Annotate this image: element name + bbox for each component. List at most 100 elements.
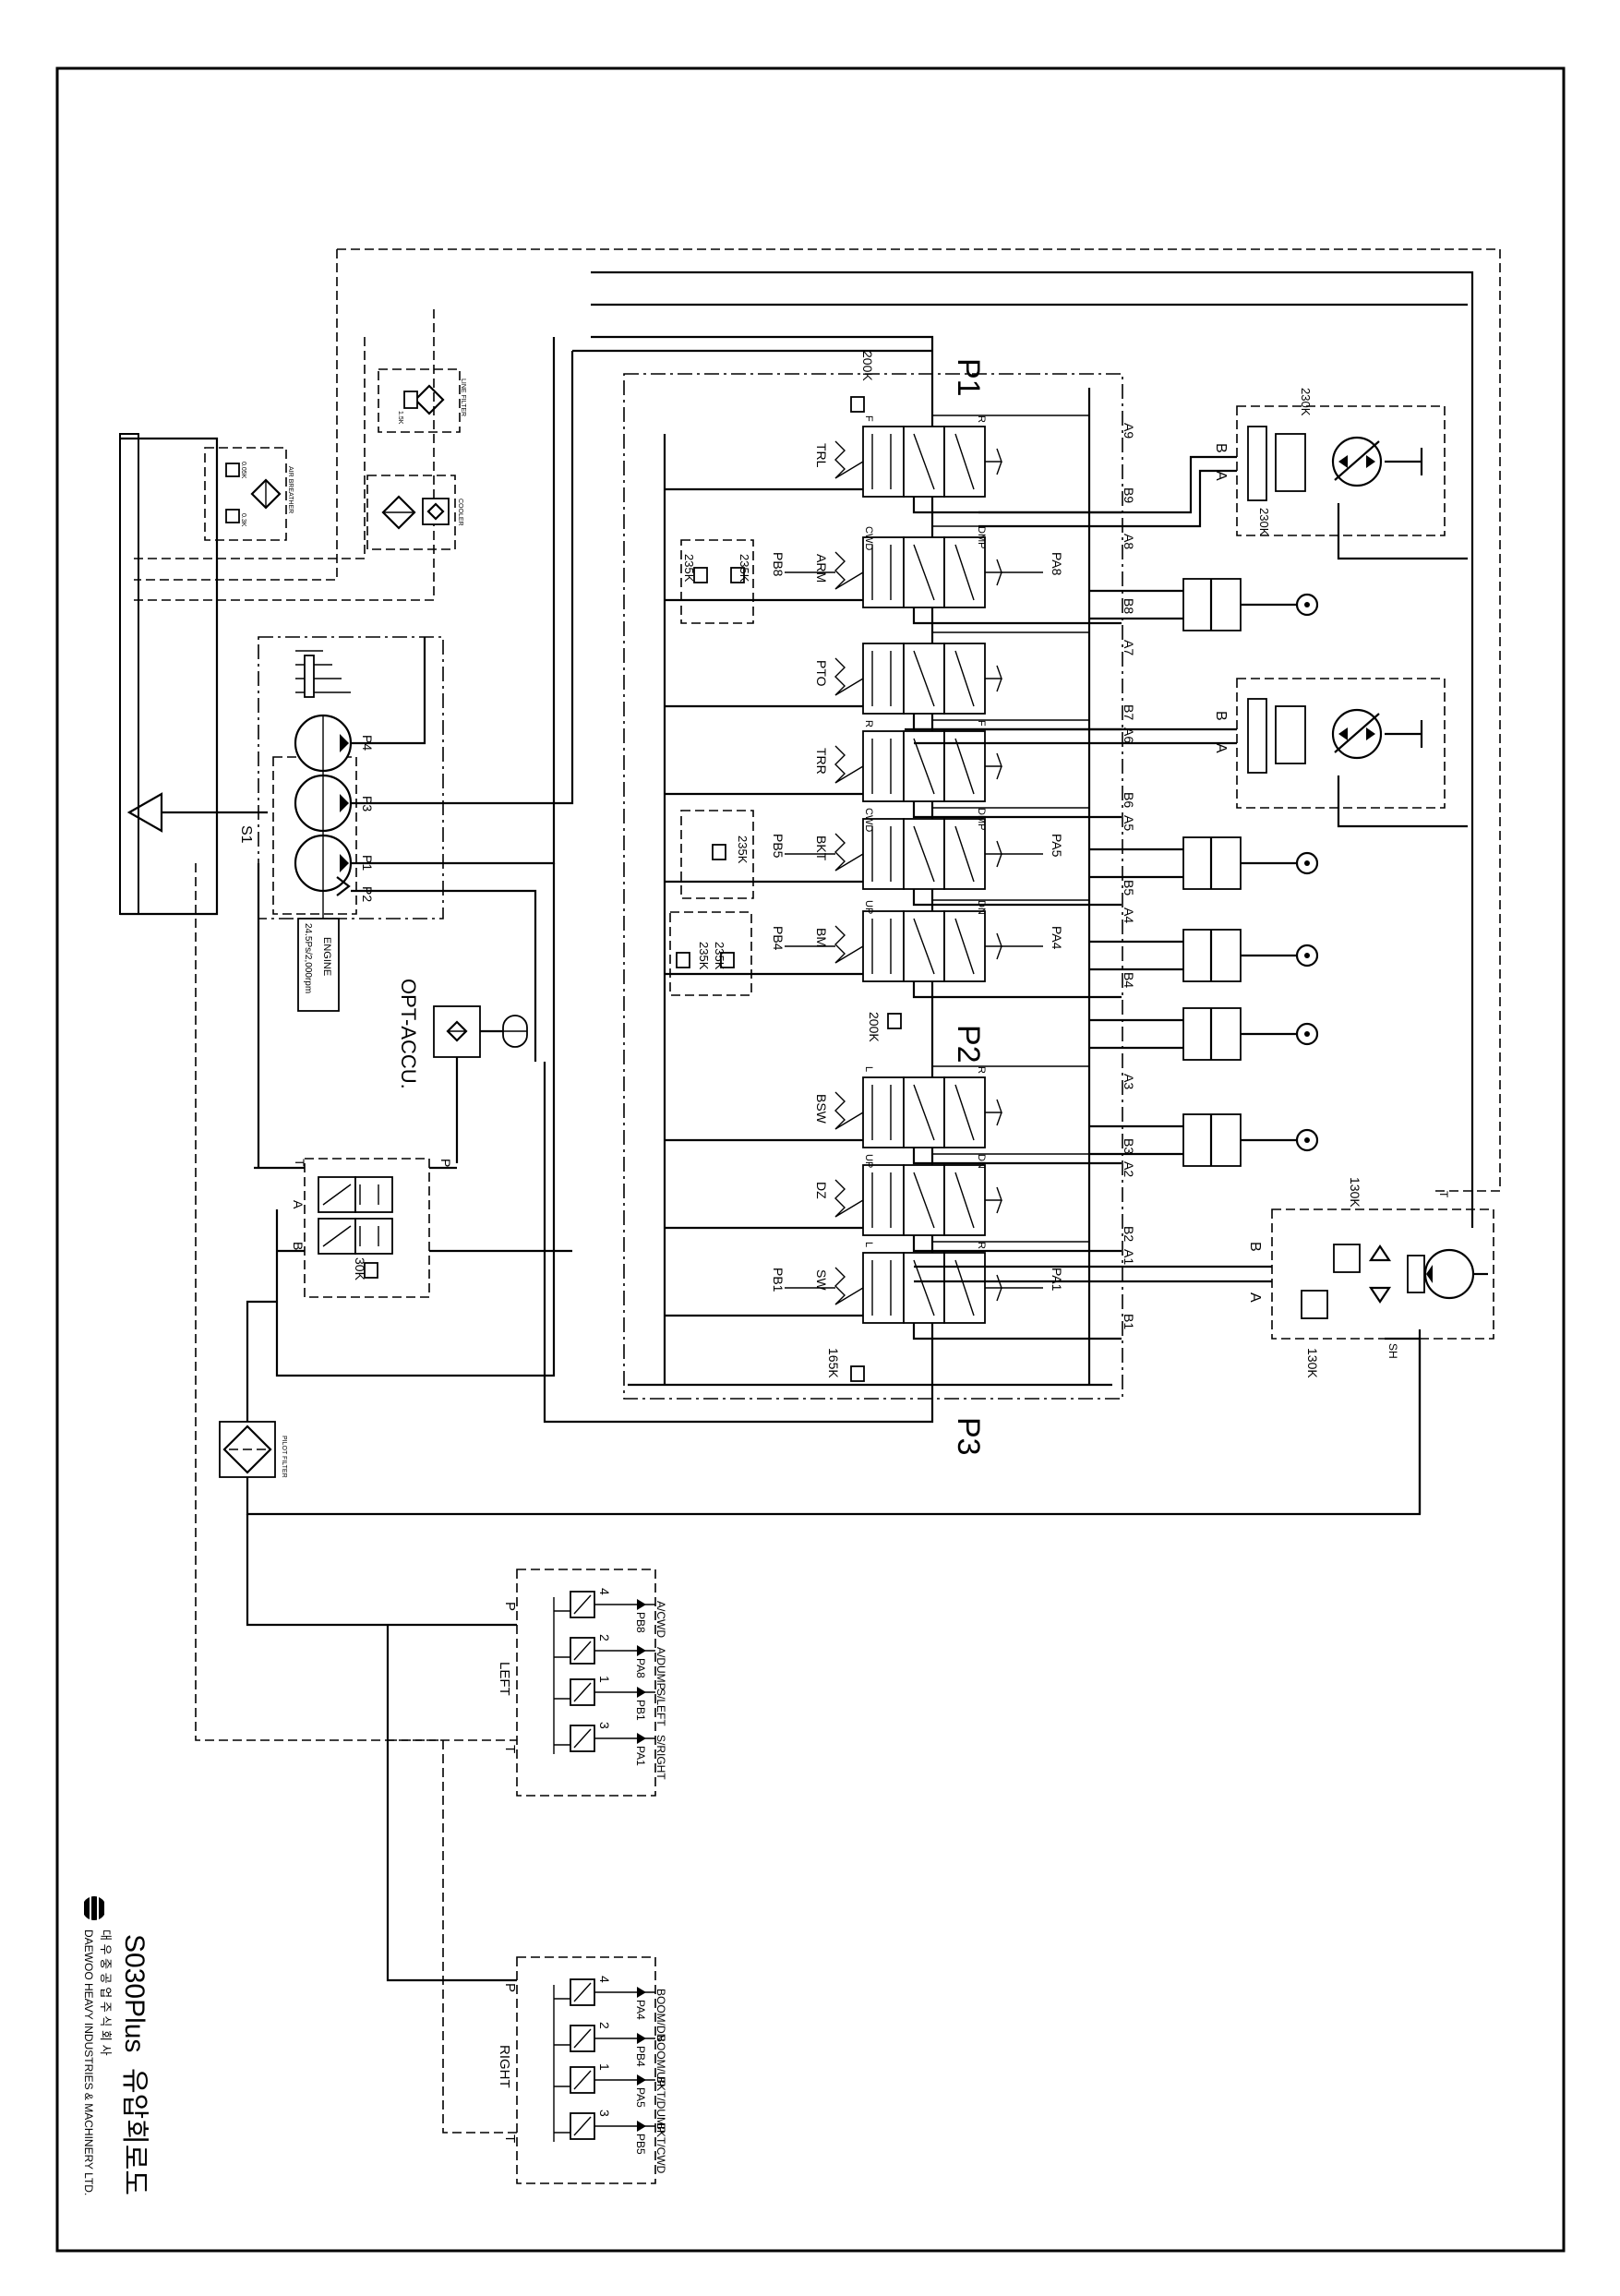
relief-setting-p2: 200K	[867, 1012, 882, 1042]
section-name-trr: TRR	[814, 748, 829, 775]
line-filter-label: LINE FILTER	[460, 379, 466, 416]
joystick-left-output-pa8: PA8	[634, 1658, 647, 1678]
section-left-label-trr: R	[863, 720, 874, 727]
pump-group: P4 P3 P1 P2 ENGINE 24.5Ps/2,000rpm	[258, 337, 574, 1062]
work-port-a8: A8	[1122, 534, 1136, 549]
model-name: S030Plus	[119, 1934, 150, 2052]
work-port-a7: A7	[1122, 640, 1136, 655]
section-name-bm: BM	[814, 928, 829, 947]
joystick-left-number-4: 4	[597, 1588, 612, 1595]
joystick-right-number-3: 3	[597, 2110, 612, 2117]
pilot-port-b: B	[291, 1242, 306, 1250]
section-right-label-bkt: DMP	[976, 808, 987, 830]
pilot-port-pb8: PB8	[771, 552, 786, 577]
section-name-sw: SW	[814, 1269, 829, 1291]
joystick-left-port-t: T	[502, 1745, 518, 1753]
section-name-bkt: BKT	[814, 835, 829, 861]
main-relief-p1: 200K	[850, 351, 875, 413]
relief-setting-bkt: 235K	[736, 835, 750, 864]
swing-setting-1: 130K	[1348, 1177, 1362, 1208]
work-port-b6: B6	[1122, 792, 1136, 808]
section-left-label-bsw: L	[863, 1066, 874, 1072]
line-filter-setting: 1.5K	[397, 411, 403, 425]
group-label-p3: P3	[951, 1417, 986, 1456]
section-left-label-sw: L	[863, 1242, 874, 1247]
swing-drain-port: T	[1437, 1191, 1450, 1198]
section-name-pto: PTO	[814, 660, 829, 687]
relief-setting-bm-a: 235K	[697, 942, 711, 970]
port-relief-bkt: 235K	[680, 810, 754, 899]
pilot-port-p: P	[438, 1159, 453, 1167]
joystick-right-function-4: BKT/CWD	[654, 2122, 667, 2174]
work-port-a1: A1	[1122, 1249, 1136, 1265]
joystick-left-number-3: 3	[597, 1722, 612, 1729]
drawing-title: 유압회로도	[119, 2068, 150, 2195]
pilot-port-t: T	[293, 1159, 307, 1167]
joystick-right-number-2: 2	[597, 2022, 612, 2029]
section-left-label-bm: UP	[863, 900, 874, 914]
main-relief-p3: 165K	[826, 1348, 865, 1382]
cylinder-boom-swing	[1089, 1007, 1319, 1061]
work-port-b1: B1	[1122, 1314, 1136, 1329]
company-name-english: DAEWOO HEAVY INDUSTRIES & MACHINERY LTD.	[82, 1929, 95, 2195]
travel-right-port-b: B	[1213, 711, 1229, 721]
joystick-right-output-pb5: PB5	[634, 2134, 647, 2155]
joystick-right-number-4: 4	[597, 1976, 612, 1983]
section-left-label-trl: F	[863, 415, 874, 422]
swing-makeup-port: SH	[1386, 1343, 1399, 1359]
company-name-korean: 대 우 중 공 업 주 식 회 사	[99, 1929, 113, 2056]
pilot-port-pb5: PB5	[771, 834, 786, 859]
section-right-label-trr: F	[976, 720, 987, 727]
section-left-label-bkt: CWD	[863, 808, 874, 832]
return-line-upper	[591, 270, 1474, 1228]
drain-line-tank-top	[134, 249, 338, 581]
pilot-filter: PILOT FILTER	[219, 1300, 1422, 1627]
joystick-left-function-4: S/RIGHT	[654, 1735, 667, 1780]
port-relief-arm: 235K 235K	[680, 539, 754, 624]
travel-left-port-b: B	[1213, 443, 1229, 453]
air-breather-label: AIR BREATHER	[287, 466, 294, 513]
section-name-bsw: BSW	[814, 1094, 829, 1124]
work-port-a6: A6	[1122, 727, 1136, 743]
work-port-b8: B8	[1122, 598, 1136, 614]
swing-motor: B A T SH 130K 130K	[914, 1177, 1494, 1514]
swing-port-a: A	[1247, 1292, 1263, 1303]
work-port-a4: A4	[1122, 908, 1136, 923]
joystick-left-label: LEFT	[497, 1662, 512, 1696]
travel-motor-right: B A	[905, 678, 1468, 828]
drain-line-outer	[337, 248, 1501, 1192]
group-label-p2: P2	[951, 1025, 986, 1064]
joystick-left-number-1: 1	[597, 1676, 612, 1683]
joystick-right-port-p: P	[502, 1983, 518, 1992]
joystick-right-function-3: BKT/DUMP	[654, 2076, 667, 2134]
cylinder-dozer	[1089, 1113, 1319, 1167]
joystick-left-port-p: P	[502, 1602, 518, 1611]
joystick-right-number-1: 1	[597, 2063, 612, 2071]
breather-setting-2: 0.3K	[240, 513, 246, 527]
joystick-left-function-2: A/DUMP	[654, 1647, 667, 1690]
drain-line-lower-left	[195, 863, 517, 1741]
section-right-label-arm: DMP	[976, 526, 987, 548]
travel-left-setting-2: 230K	[1257, 508, 1271, 536]
accumulator-label: OPT-ACCU.	[397, 979, 420, 1089]
cylinder-boom	[1089, 929, 1319, 982]
breather-setting-1: 0.05K	[240, 462, 246, 479]
work-port-a2: A2	[1122, 1161, 1136, 1177]
joystick-right-function-1: BOOM/DN	[654, 1989, 667, 2041]
pilot-port-pb4: PB4	[771, 926, 786, 951]
pilot-port-pb1: PB1	[771, 1268, 786, 1292]
work-port-a5: A5	[1122, 815, 1136, 831]
relief-setting-bm-b: 235K	[713, 942, 726, 970]
pilot-port-pa5: PA5	[1050, 834, 1064, 858]
section-name-trl: TRL	[814, 443, 829, 468]
work-port-b3: B3	[1122, 1138, 1136, 1154]
hydraulic-tank: S1	[119, 433, 268, 915]
